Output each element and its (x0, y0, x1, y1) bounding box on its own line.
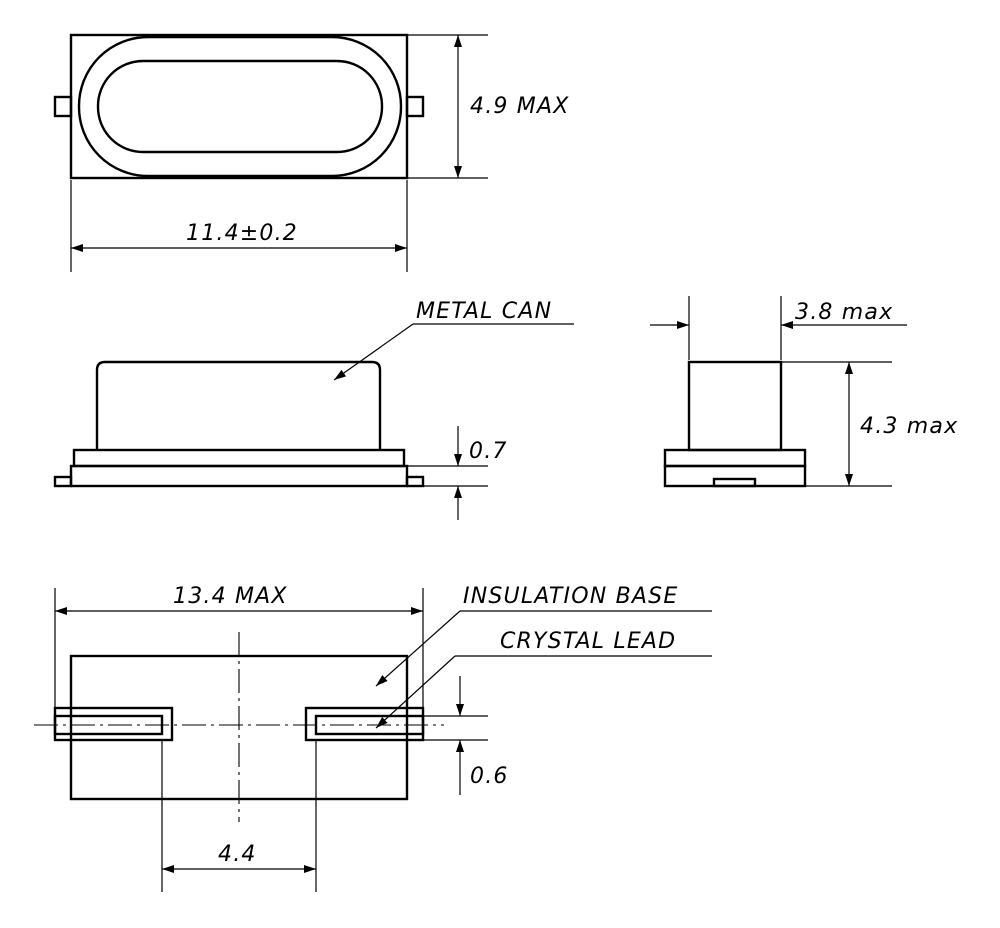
top-view-body (69, 33, 409, 180)
crystal-lead-callout: CRYSTAL LEAD (500, 629, 676, 654)
side-base-lower (663, 464, 807, 488)
front-base-lower (69, 464, 409, 488)
top-view-right-tab (405, 95, 425, 118)
top-view: 11.4±0.2 4.9 MAX (53, 33, 569, 272)
side-lead (712, 477, 757, 488)
side-view: 3.8 max 4.3 max (650, 296, 958, 488)
side-height-label: 4.3 max (860, 414, 958, 439)
lead-thickness-label: 0.6 (470, 764, 509, 789)
front-right-lead (405, 475, 425, 488)
front-base-upper (72, 448, 406, 468)
can-outer-outline (77, 35, 403, 178)
side-can (687, 360, 783, 452)
left-lead-frame (53, 706, 174, 742)
overall-length-label: 13.4 MAX (173, 584, 288, 609)
front-left-lead (53, 475, 73, 488)
metal-can-callout: METAL CAN (416, 299, 552, 324)
crystal-lead-leader (375, 655, 456, 729)
metal-can-leader (333, 323, 414, 381)
front-view: METAL CAN 0.7 (53, 299, 574, 520)
top-width-label: 11.4±0.2 (186, 221, 298, 246)
base-thickness-label: 0.7 (469, 439, 508, 464)
insulation-base-callout: INSULATION BASE (463, 584, 678, 609)
right-lead-frame (304, 706, 425, 742)
top-view-left-tab (53, 95, 73, 118)
insulation-base-leader (375, 610, 461, 687)
top-height-label: 4.9 MAX (470, 94, 569, 119)
can-inner-outline (96, 59, 384, 154)
side-width-label: 3.8 max (795, 300, 893, 325)
lead-pitch-label: 4.4 (218, 842, 257, 867)
metal-can-outline (95, 360, 382, 450)
side-base-upper (663, 448, 807, 468)
bottom-view: 13.4 MAX INSULATION BASE CRYSTAL LEAD 0.… (34, 584, 712, 892)
